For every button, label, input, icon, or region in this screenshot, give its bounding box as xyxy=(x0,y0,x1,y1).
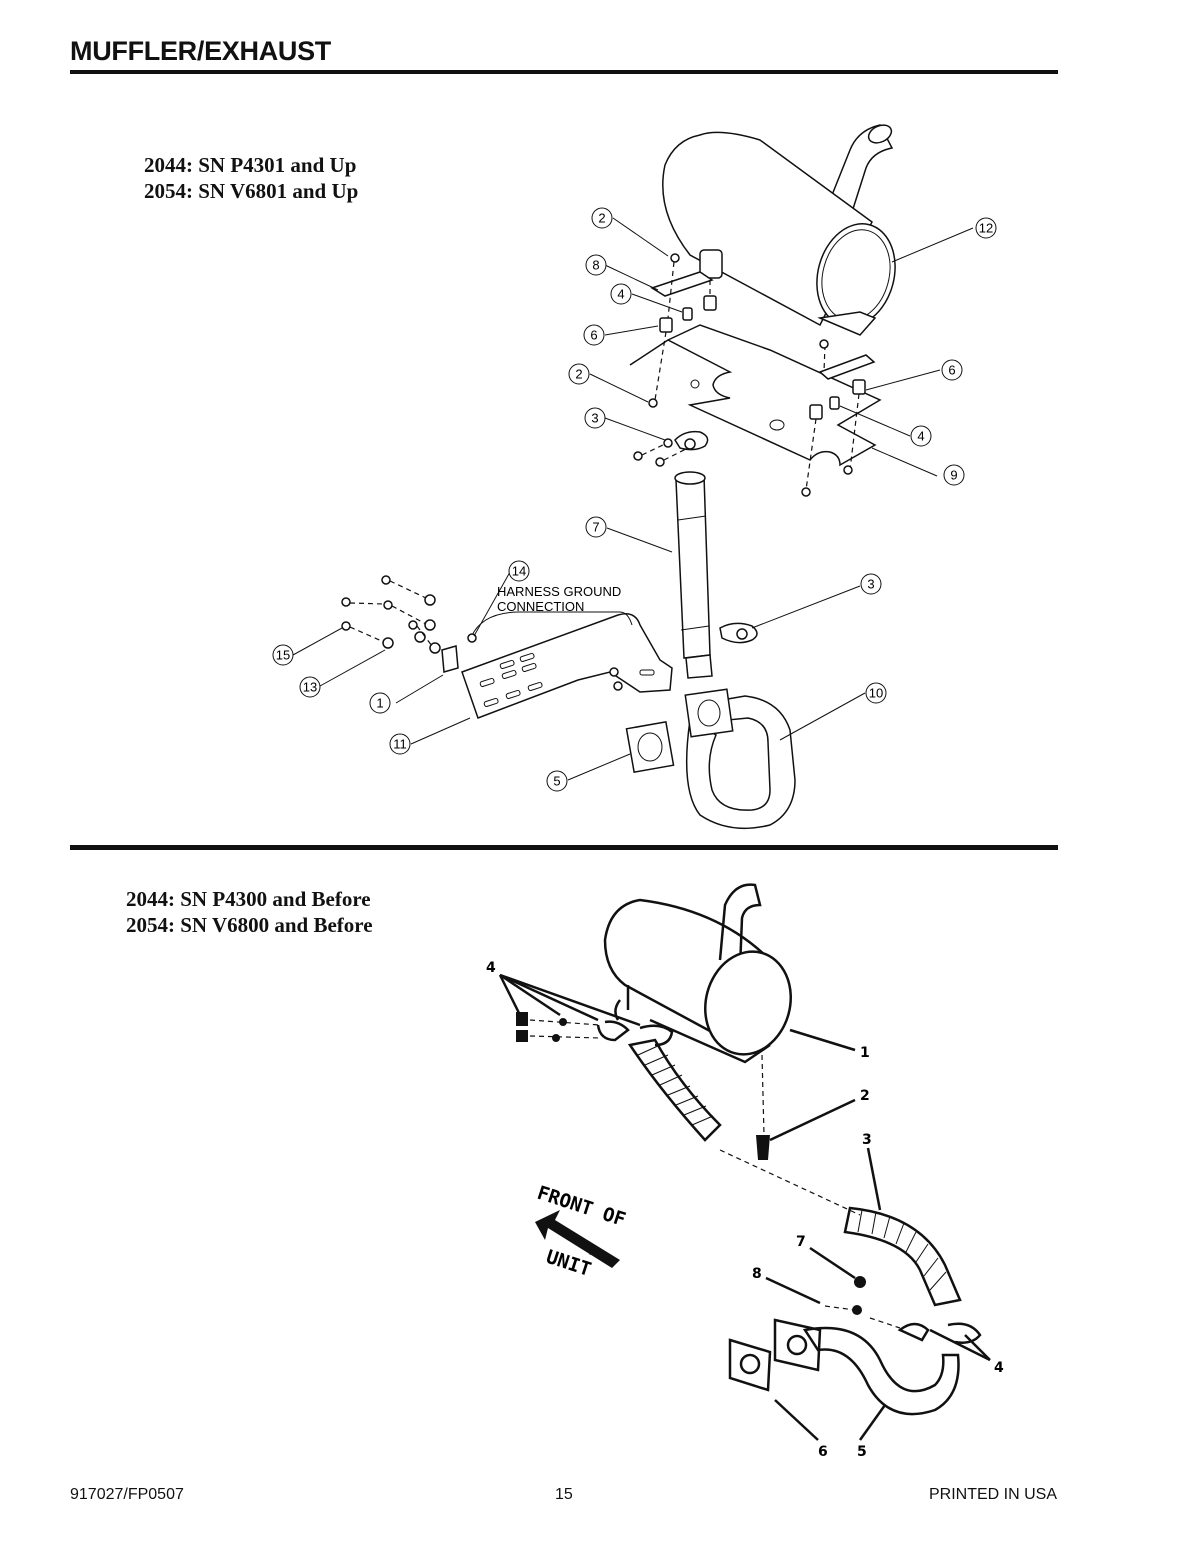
serial-line: 2054: SN V6801 and Up xyxy=(144,179,359,203)
callout: 7 xyxy=(796,1234,806,1250)
svg-text:1: 1 xyxy=(376,696,383,711)
callout: 5 xyxy=(857,1444,867,1460)
harness-note-line: HARNESS GROUND xyxy=(497,584,621,599)
svg-text:4: 4 xyxy=(917,429,924,444)
serial-line: 2044: SN P4301 and Up xyxy=(144,153,357,177)
footer-printed: PRINTED IN USA xyxy=(928,1486,1057,1503)
front-of-unit-arrow: FRONT OF UNIT xyxy=(534,1182,628,1281)
serial-line: 2044: SN P4300 and Before xyxy=(126,887,371,911)
svg-text:14: 14 xyxy=(512,564,526,579)
bracket xyxy=(461,613,673,719)
svg-text:3: 3 xyxy=(591,411,598,426)
svg-text:4: 4 xyxy=(617,287,624,302)
exhaust-tube xyxy=(684,688,796,830)
svg-text:2: 2 xyxy=(575,367,582,382)
callout: 6 xyxy=(583,324,605,346)
title-rule xyxy=(70,70,1058,74)
callout: 4 xyxy=(486,960,496,976)
exhaust-pipe xyxy=(674,471,758,679)
muffler-old xyxy=(603,883,792,1064)
callout: 3 xyxy=(862,1132,872,1148)
callout: 4 xyxy=(994,1360,1004,1376)
callout: 11 xyxy=(389,733,411,755)
svg-text:15: 15 xyxy=(276,648,290,663)
callout: 15 xyxy=(272,644,294,666)
serial-line: 2054: SN V6800 and Before xyxy=(126,913,373,937)
svg-text:11: 11 xyxy=(393,737,407,752)
callout: 2 xyxy=(568,363,590,385)
footer-doc-number: 917027/FP0507 xyxy=(70,1486,184,1503)
callout: 13 xyxy=(299,676,321,698)
top-serial-block: 2044: SN P4301 and Up 2054: SN V6801 and… xyxy=(144,152,358,204)
svg-text:3: 3 xyxy=(867,577,874,592)
callout: 7 xyxy=(585,516,607,538)
callout: 6 xyxy=(941,359,963,381)
harness-note-line: CONNECTION xyxy=(497,599,584,614)
svg-text:9: 9 xyxy=(950,468,957,483)
callout: 3 xyxy=(860,573,882,595)
svg-text:13: 13 xyxy=(303,680,317,695)
page-title: MUFFLER/EXHAUST xyxy=(70,36,331,66)
callout: 8 xyxy=(752,1266,762,1282)
svg-text:7: 7 xyxy=(592,520,599,535)
callout: 12 xyxy=(975,217,997,239)
callout: 6 xyxy=(818,1444,828,1460)
svg-text:10: 10 xyxy=(869,686,883,701)
callout: 2 xyxy=(860,1088,870,1104)
gasket xyxy=(625,720,675,774)
callout: 1 xyxy=(369,692,391,714)
svg-text:6: 6 xyxy=(948,363,955,378)
callout: 9 xyxy=(943,464,965,486)
section-divider xyxy=(70,845,1058,850)
callout: 1 xyxy=(860,1045,870,1061)
svg-text:8: 8 xyxy=(592,258,599,273)
callout: 4 xyxy=(910,425,932,447)
mount-plate xyxy=(629,324,882,467)
callout: 2 xyxy=(591,207,613,229)
callout: 14 xyxy=(508,560,530,582)
svg-text:2: 2 xyxy=(598,211,605,226)
callout: 5 xyxy=(546,770,568,792)
svg-text:5: 5 xyxy=(553,774,560,789)
callout: 10 xyxy=(865,682,887,704)
muffler-new xyxy=(662,124,896,336)
svg-text:12: 12 xyxy=(979,221,993,236)
svg-text:6: 6 xyxy=(590,328,597,343)
callout: 8 xyxy=(585,254,607,276)
callout: 3 xyxy=(584,407,606,429)
footer-page-number: 15 xyxy=(555,1486,573,1503)
callout: 4 xyxy=(610,283,632,305)
bottom-serial-block: 2044: SN P4300 and Before 2054: SN V6800… xyxy=(126,886,373,938)
